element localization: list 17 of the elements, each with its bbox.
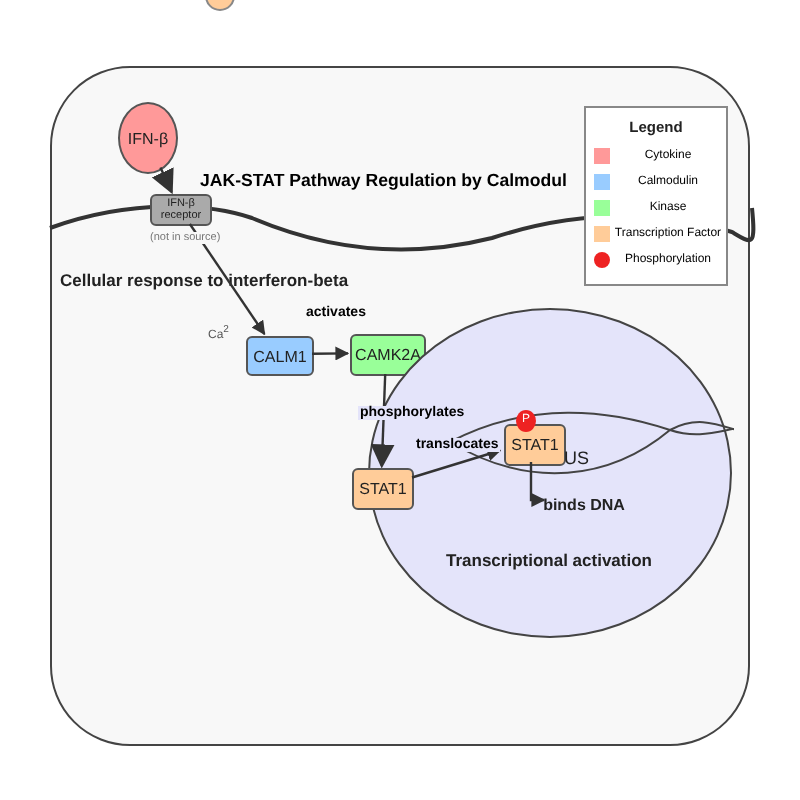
diagram-title: JAK-STAT Pathway Regulation by Calmodul <box>200 170 567 190</box>
node-label: binds DNA <box>543 495 625 513</box>
protein-box <box>150 194 212 226</box>
cell-outline <box>50 66 750 746</box>
protein-box <box>352 468 414 510</box>
node-label: IFN-β <box>127 129 169 147</box>
ligand-circle <box>118 102 178 174</box>
partial-label: US <box>564 448 590 468</box>
node-label: CAMK2A <box>355 346 421 364</box>
node-label: STAT1 <box>511 436 559 454</box>
node-label: STAT1 <box>359 480 407 498</box>
protein-box <box>504 424 566 466</box>
protein-box <box>350 334 426 376</box>
node-label: CALM1 <box>253 347 307 365</box>
section-heading: Cellular response to interferon-beta <box>60 270 349 290</box>
protein-box <box>246 336 314 376</box>
caption-text: Transcriptional activation <box>446 550 652 570</box>
